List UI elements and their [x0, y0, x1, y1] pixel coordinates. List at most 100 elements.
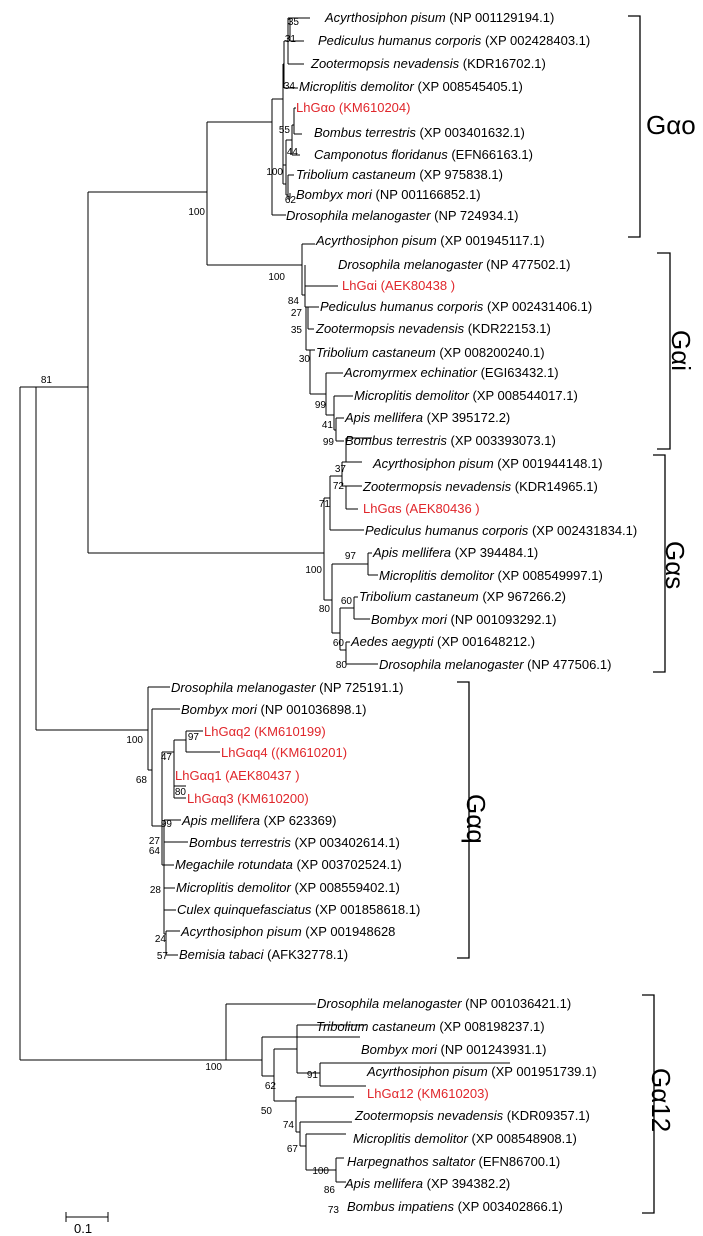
- leaf-label: Bemisia tabaci (AFK32778.1): [179, 947, 348, 962]
- bootstrap-value: 97: [188, 732, 200, 743]
- leaf-label-highlight: LhGαi (AEK80438 ): [342, 278, 455, 293]
- clade-bracket-go: [628, 15, 641, 238]
- bootstrap-values: 35 31 34 55 44 100 62 100 81 100 84 27 3…: [41, 17, 357, 1216]
- leaf-label: Tribolium castaneum (XP 975838.1): [296, 167, 503, 182]
- leaf-label-highlight: LhGαq1 (AEK80437 ): [175, 768, 300, 783]
- leaf-label-highlight: LhGαq4 ((KM610201): [221, 745, 347, 760]
- bootstrap-value: 64: [149, 846, 161, 857]
- leaf-label-highlight: LhGαq2 (KM610199): [204, 724, 326, 739]
- bootstrap-value: 100: [305, 565, 322, 576]
- leaf-label: Acyrthosiphon pisum (XP 001945117.1): [315, 233, 545, 248]
- bootstrap-value: 99: [161, 819, 173, 830]
- bootstrap-value: 50: [261, 1106, 273, 1117]
- leaf-label: Bombus terrestris (XP 003402614.1): [189, 835, 400, 850]
- leaf-label: Harpegnathos saltator (EFN86700.1): [347, 1154, 560, 1169]
- bootstrap-value: 100: [268, 272, 285, 283]
- bootstrap-value: 68: [136, 775, 148, 786]
- bootstrap-value: 55: [279, 125, 291, 136]
- bootstrap-value: 100: [266, 167, 283, 178]
- bootstrap-value: 91: [307, 1070, 319, 1081]
- tree-branches: [19, 17, 510, 1183]
- leaf-label-highlight: LhGαq3 (KM610200): [187, 791, 309, 806]
- scale-bar: 0.1: [65, 1212, 109, 1236]
- leaf-label: Bombyx mori (NP 001093292.1): [371, 612, 557, 627]
- bootstrap-value: 100: [312, 1166, 329, 1177]
- leaf-label: Tribolium castaneum (XP 967266.2): [359, 589, 566, 604]
- bootstrap-value: 99: [323, 437, 335, 448]
- leaf-label: Apis mellifera (XP 394382.2): [344, 1176, 510, 1191]
- clade-label-gi: Gαi: [666, 330, 696, 371]
- leaf-label: Acyrthosiphon pisum (XP 001944148.1): [372, 456, 603, 471]
- leaf-labels: Acyrthosiphon pisum (NP 001129194.1) Ped…: [171, 10, 637, 1214]
- bootstrap-value: 44: [287, 147, 299, 158]
- clade-bracket-gq: [457, 681, 470, 959]
- leaf-label: Drosophila melanogaster (NP 725191.1): [171, 680, 403, 695]
- leaf-label-highlight: LhGαs (AEK80436 ): [363, 501, 480, 516]
- clade-label-go: Gαo: [646, 110, 696, 140]
- leaf-label: Drosophila melanogaster (NP 001036421.1): [317, 996, 571, 1011]
- scale-label: 0.1: [74, 1221, 92, 1236]
- clade-label-gs: Gαs: [660, 541, 690, 589]
- leaf-label: Bombyx mori (NP 001243931.1): [361, 1042, 547, 1057]
- leaf-label: Bombus impatiens (XP 003402866.1): [347, 1199, 563, 1214]
- bootstrap-value: 60: [333, 638, 345, 649]
- leaf-label: Bombus terrestris (XP 003393073.1): [345, 433, 556, 448]
- leaf-label: Microplitis demolitor (XP 008549997.1): [379, 568, 603, 583]
- leaf-label: Aedes aegypti (XP 001648212.): [350, 634, 535, 649]
- leaf-label: Zootermopsis nevadensis (KDR14965.1): [362, 479, 598, 494]
- bootstrap-value: 28: [150, 885, 162, 896]
- bootstrap-value: 73: [328, 1205, 340, 1216]
- bootstrap-value: 27: [149, 836, 161, 847]
- bootstrap-value: 57: [157, 951, 169, 962]
- leaf-label: Pediculus humanus corporis (XP 002428403…: [318, 33, 590, 48]
- leaf-label: Microplitis demolitor (XP 008544017.1): [354, 388, 578, 403]
- leaf-label: Apis mellifera (XP 394484.1): [372, 545, 538, 560]
- leaf-label: Tribolium castaneum (XP 008200240.1): [316, 345, 545, 360]
- leaf-label: Acromyrmex echinatior (EGI63432.1): [343, 365, 559, 380]
- bootstrap-value: 27: [291, 308, 303, 319]
- clade-bracket-g12: [642, 994, 655, 1214]
- bootstrap-value: 81: [41, 375, 53, 386]
- bootstrap-value: 71: [319, 499, 331, 510]
- bootstrap-value: 62: [265, 1081, 277, 1092]
- bootstrap-value: 37: [335, 464, 347, 475]
- bootstrap-value: 84: [288, 296, 300, 307]
- leaf-label: Megachile rotundata (XP 003702524.1): [175, 857, 402, 872]
- bootstrap-value: 97: [345, 551, 357, 562]
- clade-label-gq: Gαq: [461, 794, 491, 844]
- clade-bracket-gs: [653, 454, 666, 673]
- bootstrap-value: 35: [291, 325, 303, 336]
- clade-bracket-gi: [657, 252, 671, 450]
- clade-brackets: Gαo Gαi Gαs Gαq Gα12: [457, 15, 696, 1214]
- leaf-label: Microplitis demolitor (XP 008548908.1): [353, 1131, 577, 1146]
- leaf-label: Drosophila melanogaster (NP 477506.1): [379, 657, 611, 672]
- leaf-label: Acyrthosiphon pisum (NP 001129194.1): [324, 10, 554, 25]
- leaf-label: Bombyx mori (NP 001036898.1): [181, 702, 367, 717]
- bootstrap-value: 100: [126, 735, 143, 746]
- clade-label-g12: Gα12: [646, 1068, 676, 1132]
- bootstrap-value: 60: [341, 596, 353, 607]
- leaf-label: Microplitis demolitor (XP 008545405.1): [299, 79, 523, 94]
- leaf-label: Zootermopsis nevadensis (KDR09357.1): [354, 1108, 590, 1123]
- leaf-label: Pediculus humanus corporis (XP 002431406…: [320, 299, 592, 314]
- bootstrap-value: 86: [324, 1185, 336, 1196]
- bootstrap-value: 80: [336, 660, 348, 671]
- bootstrap-value: 67: [287, 1144, 299, 1155]
- bootstrap-value: 35: [288, 17, 300, 28]
- leaf-label-highlight: LhGα12 (KM610203): [367, 1086, 489, 1101]
- leaf-label: Apis mellifera (XP 623369): [181, 813, 336, 828]
- bootstrap-value: 74: [283, 1120, 295, 1131]
- bootstrap-value: 30: [299, 354, 311, 365]
- bootstrap-value: 62: [285, 195, 297, 206]
- bootstrap-value: 100: [205, 1062, 222, 1073]
- bootstrap-value: 41: [322, 420, 334, 431]
- bootstrap-value: 24: [155, 934, 167, 945]
- leaf-label: Drosophila melanogaster (NP 477502.1): [338, 257, 570, 272]
- leaf-label: Acyrthosiphon pisum (XP 001948628: [180, 924, 395, 939]
- leaf-label: Tribolium castaneum (XP 008198237.1): [316, 1019, 545, 1034]
- bootstrap-value: 80: [319, 604, 331, 615]
- bootstrap-value: 100: [188, 207, 205, 218]
- bootstrap-value: 31: [285, 34, 297, 45]
- leaf-label: Camponotus floridanus (EFN66163.1): [314, 147, 533, 162]
